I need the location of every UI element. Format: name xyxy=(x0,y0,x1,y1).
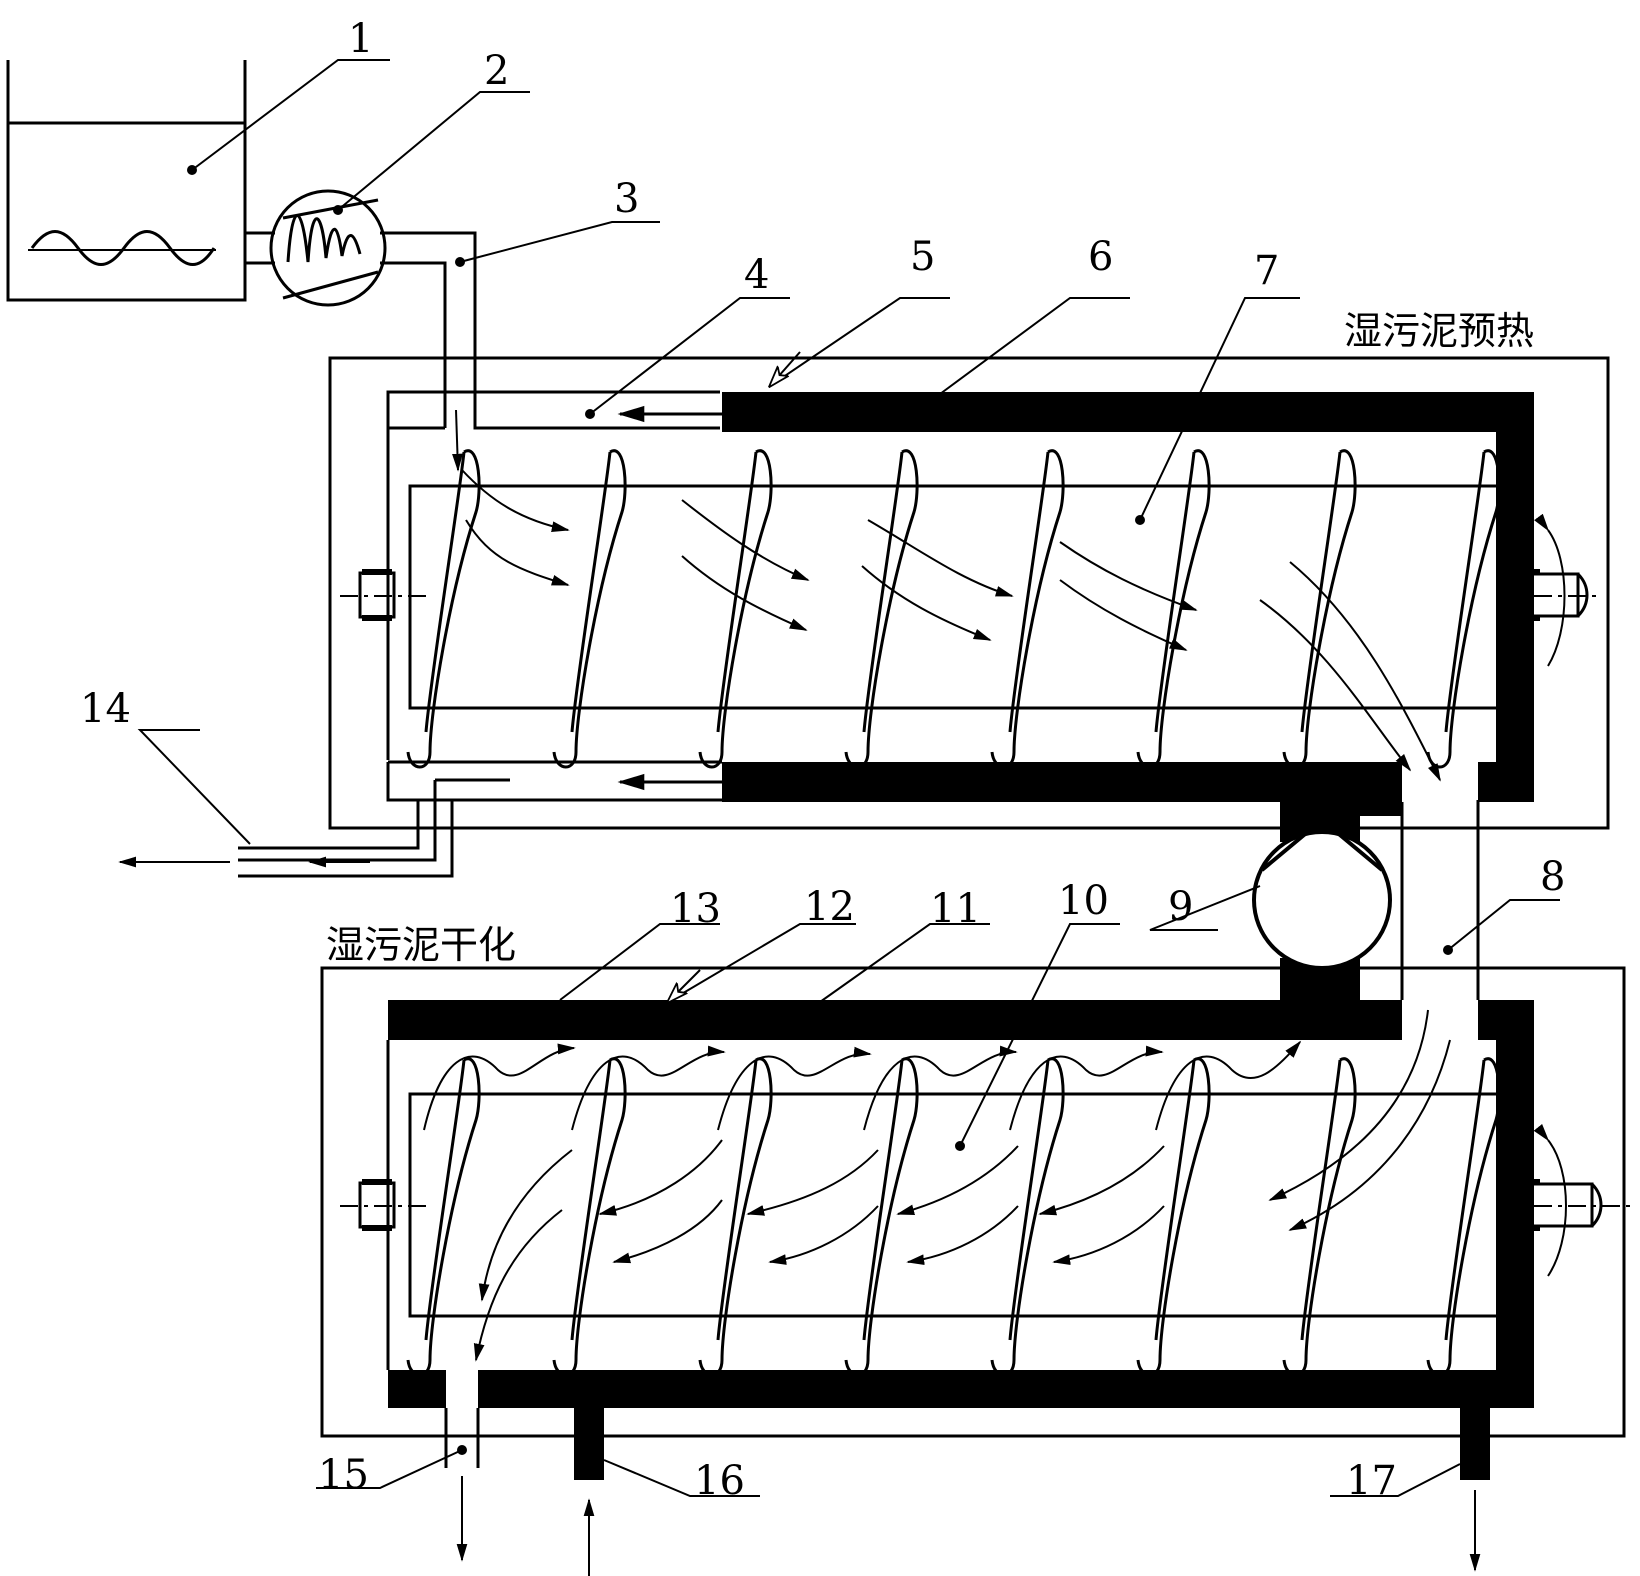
label-4: 4 xyxy=(744,252,769,298)
screw-flight-rear xyxy=(990,1057,1065,1377)
label-5: 5 xyxy=(910,234,935,280)
storage-tank xyxy=(6,60,247,302)
screw-flight-rear xyxy=(990,449,1065,769)
flow-arrow xyxy=(681,555,808,631)
flow-arrow xyxy=(1009,1045,1164,1131)
transfer-flow-arrows xyxy=(1259,561,1451,1231)
caption-drying: 湿污泥干化 xyxy=(326,923,516,967)
screw-flight-front xyxy=(1300,1059,1342,1341)
screw-flight-front xyxy=(1300,451,1342,733)
flow-arrow xyxy=(1038,1145,1165,1216)
screw-flight-rear xyxy=(406,1057,481,1377)
flow-arrow xyxy=(478,1149,573,1302)
flow-arrow xyxy=(717,1046,872,1131)
flow-arrow xyxy=(1155,1040,1302,1131)
flow-arrow xyxy=(863,1045,1018,1131)
label-1: 1 xyxy=(348,16,373,62)
flow-arrow xyxy=(906,1205,1019,1266)
screw-flight-front xyxy=(1444,1059,1486,1341)
screw-flight-rear xyxy=(844,449,919,769)
screw-flight-front xyxy=(1444,451,1486,733)
flow-arrow xyxy=(461,469,570,532)
flow-arrow xyxy=(681,499,810,581)
caption-preheat: 湿污泥预热 xyxy=(1344,309,1534,353)
flow-arrow xyxy=(768,1205,879,1265)
label-9: 9 xyxy=(1168,884,1193,930)
screw-flight-front xyxy=(862,1059,904,1341)
flow-arrow xyxy=(896,1145,1019,1215)
label-14: 14 xyxy=(80,686,131,732)
feed-pump xyxy=(245,189,387,307)
label-6: 6 xyxy=(1088,234,1113,280)
flow-arrow xyxy=(861,565,992,641)
leader-dots xyxy=(187,165,1453,1455)
screw-flight-front xyxy=(716,1059,758,1341)
label-2: 2 xyxy=(484,48,509,94)
label-16: 16 xyxy=(694,1458,745,1504)
flow-arrow xyxy=(612,1199,723,1264)
label-12: 12 xyxy=(804,884,855,930)
label-13: 13 xyxy=(670,886,721,932)
flow-arrow xyxy=(1059,541,1198,611)
flow-arrow xyxy=(598,1139,723,1216)
screw-flight-rear xyxy=(1136,449,1211,769)
flow-arrow xyxy=(423,1043,576,1131)
screw-flight-rear xyxy=(1426,1057,1501,1377)
flow-arrow xyxy=(473,1209,563,1362)
drying-screw-flights xyxy=(406,1057,1501,1377)
label-15: 15 xyxy=(318,1452,369,1498)
screw-flight-front xyxy=(570,1059,612,1341)
screw-flight-rear xyxy=(1426,449,1501,769)
screw-flight-rear xyxy=(552,1057,627,1377)
leader-lines xyxy=(137,59,1560,1497)
circulation-pump xyxy=(1252,802,1402,1000)
feed-pipe xyxy=(380,231,720,472)
leader-arrowheads xyxy=(668,351,801,1002)
flow-arrow xyxy=(746,1149,879,1216)
screw-flight-rear xyxy=(844,1057,919,1377)
label-17: 17 xyxy=(1346,1458,1397,1504)
preheat-flow-arrows xyxy=(461,469,1198,651)
screw-flight-front xyxy=(1008,1059,1050,1341)
screw-flight-front xyxy=(1154,451,1196,733)
screw-flight-front xyxy=(424,1059,466,1341)
label-8: 8 xyxy=(1540,854,1565,900)
flow-arrow xyxy=(1059,579,1188,651)
label-11: 11 xyxy=(930,886,981,932)
screw-flight-rear xyxy=(1282,1057,1357,1377)
screw-flight-rear xyxy=(698,1057,773,1377)
screw-flight-rear xyxy=(552,449,627,769)
screw-flight-front xyxy=(424,451,466,733)
preheat-unit xyxy=(328,356,1610,830)
drying-flow-arrows xyxy=(423,1040,1302,1362)
flow-arrow xyxy=(867,519,1014,597)
screw-flight-rear xyxy=(406,449,481,769)
screw-flight-rear xyxy=(1136,1057,1211,1377)
screw-flight-front xyxy=(1008,451,1050,733)
screw-flight-front xyxy=(862,451,904,733)
label-3: 3 xyxy=(614,176,639,222)
screw-flight-rear xyxy=(1282,449,1357,769)
flow-arrow xyxy=(465,519,570,586)
screw-flight-front xyxy=(716,451,758,733)
flow-arrow xyxy=(571,1045,726,1131)
screw-flight-front xyxy=(1154,1059,1196,1341)
exhaust-pipe xyxy=(118,762,510,878)
label-7: 7 xyxy=(1254,248,1279,294)
label-10: 10 xyxy=(1058,878,1109,924)
drying-unit xyxy=(320,966,1630,1576)
screw-flight-rear xyxy=(698,449,773,769)
screw-flight-front xyxy=(570,451,612,733)
flow-arrow xyxy=(1052,1205,1165,1266)
preheat-screw-flights xyxy=(406,449,1501,769)
